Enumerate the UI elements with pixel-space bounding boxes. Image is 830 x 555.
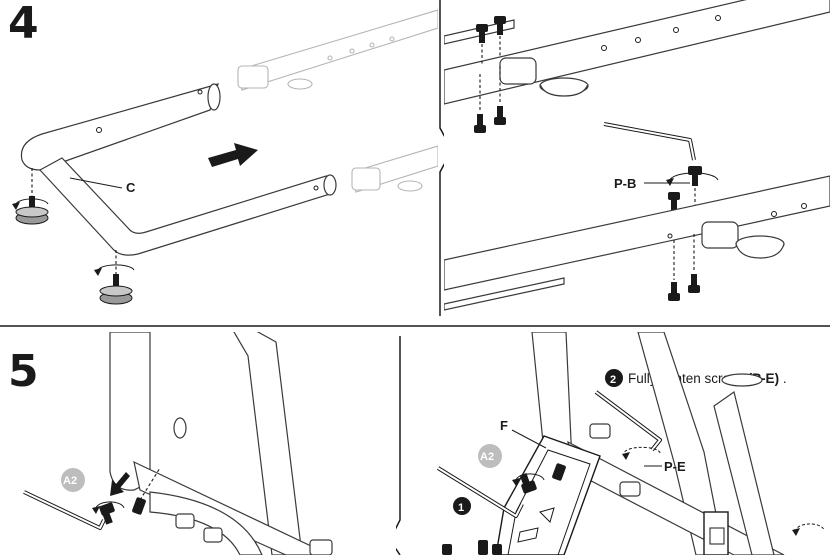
allen-key-icon bbox=[603, 122, 696, 161]
step-two-number: 2 bbox=[610, 374, 616, 386]
part-c-label: C bbox=[126, 180, 136, 195]
step-5-detail-panel: 2 Fully tighten screw (P-E) . bbox=[404, 332, 830, 555]
allen-key-icon bbox=[594, 390, 662, 452]
step-5-panel: 5 A2 bbox=[0, 332, 396, 555]
a2-badge bbox=[61, 468, 85, 492]
screw-icon bbox=[474, 74, 486, 133]
screw-icon bbox=[99, 502, 115, 525]
leveling-foot-icon bbox=[15, 168, 49, 225]
screw-icon bbox=[132, 467, 161, 515]
screw-icon bbox=[442, 540, 502, 555]
a2-badge-label: A2 bbox=[63, 475, 77, 487]
instruction-end: . bbox=[783, 371, 787, 386]
screw-icon bbox=[552, 463, 566, 481]
step-4-detail-panel: P-B bbox=[444, 0, 830, 320]
rotate-arrow-icon bbox=[12, 198, 49, 210]
step-4-number: 4 bbox=[8, 0, 39, 49]
part-pb-label: P-B bbox=[614, 176, 636, 191]
frame-crossbar-bottom bbox=[351, 145, 438, 193]
direction-arrow-icon bbox=[208, 143, 258, 167]
seat-frame bbox=[531, 332, 785, 555]
screw-icon bbox=[688, 234, 700, 293]
bracket-part-f bbox=[495, 435, 729, 555]
rotate-arrow-icon bbox=[622, 446, 661, 460]
a2-badge bbox=[478, 444, 502, 468]
part-f-label: F bbox=[500, 418, 508, 433]
step-5-number: 5 bbox=[8, 346, 39, 397]
rotate-arrow-icon bbox=[94, 264, 135, 276]
screw-icon bbox=[494, 66, 506, 125]
step-two-badge bbox=[605, 369, 623, 387]
step-one-number: 1 bbox=[458, 502, 464, 514]
seat-frame bbox=[109, 332, 333, 555]
a2-badge-label: A2 bbox=[480, 451, 494, 463]
frame-crossbar-top bbox=[237, 9, 438, 91]
screw-icon bbox=[519, 473, 537, 494]
frame-tube-upper bbox=[444, 0, 830, 105]
screw-icon bbox=[476, 24, 488, 66]
part-pe-label: P-E bbox=[664, 459, 686, 474]
rotate-arrow-icon bbox=[792, 523, 825, 536]
step-4-panel: 4 C bbox=[0, 0, 438, 320]
step-one-badge bbox=[453, 497, 471, 515]
screw-icon bbox=[668, 240, 680, 301]
screw-icon bbox=[494, 16, 506, 58]
leveling-foot-icon bbox=[99, 250, 133, 305]
rotate-arrow-icon bbox=[512, 473, 545, 486]
direction-arrow-icon bbox=[110, 472, 130, 496]
rotate-arrow-icon bbox=[666, 172, 719, 186]
frame-tube-lower bbox=[444, 175, 830, 311]
u-frame-part-c bbox=[20, 83, 337, 256]
rotate-arrow-icon bbox=[92, 501, 125, 514]
